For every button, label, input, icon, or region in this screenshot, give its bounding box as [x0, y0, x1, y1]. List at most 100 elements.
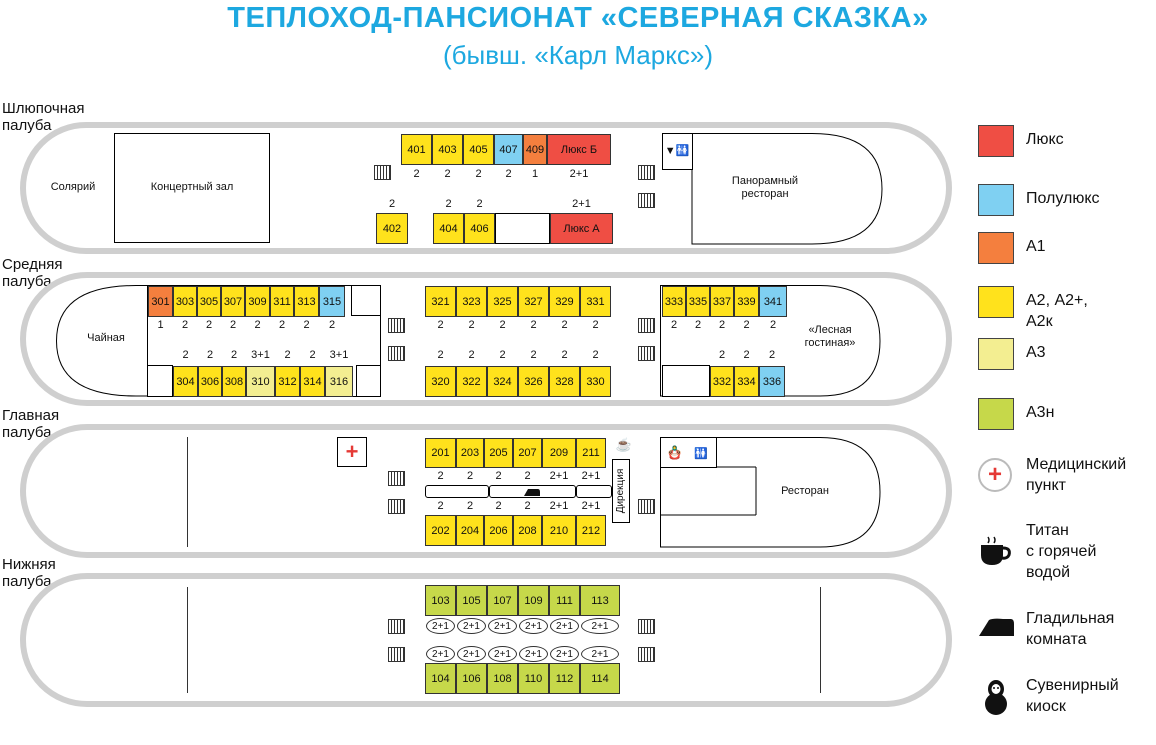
cabin-336[interactable]: 336: [759, 366, 785, 397]
cabin-311[interactable]: 311: [270, 286, 294, 317]
legend-label: А3н: [1026, 404, 1055, 421]
cabin-315[interactable]: 315: [319, 286, 345, 317]
cabin-327[interactable]: 327: [518, 286, 549, 317]
cabin-331[interactable]: 331: [580, 286, 611, 317]
cabin-212[interactable]: 212: [576, 515, 606, 546]
cabin-capacity: 2: [499, 319, 506, 331]
cabin-326[interactable]: 326: [518, 366, 549, 397]
cabin-313[interactable]: 313: [294, 286, 319, 317]
legend-label: Люкс: [1026, 131, 1064, 148]
cabin-323[interactable]: 323: [456, 286, 487, 317]
cabin-207[interactable]: 207: [513, 438, 542, 468]
cabin-capacity: 2: [743, 319, 750, 331]
cabin-210[interactable]: 210: [542, 515, 576, 546]
cabin-404[interactable]: 404: [433, 213, 464, 244]
cabin-201[interactable]: 201: [425, 438, 456, 468]
cabin-330[interactable]: 330: [580, 366, 611, 397]
cabin-112[interactable]: 112: [549, 663, 580, 694]
cabin-capacity: 2: [229, 319, 237, 331]
cabin-106[interactable]: 106: [456, 663, 487, 694]
divider-line: [187, 587, 188, 693]
cabin-316[interactable]: 316: [325, 366, 353, 397]
cabin-111[interactable]: 111: [549, 585, 580, 616]
cabin-capacity: 2: [437, 319, 444, 331]
cabin-303[interactable]: 303: [173, 286, 197, 317]
concert-hall-label: Концертный зал: [150, 181, 234, 193]
cabin-capacity: 2: [530, 349, 537, 361]
cabin-capacity: 2: [388, 198, 396, 210]
cabin-310[interactable]: 310: [246, 366, 275, 397]
cabin-407[interactable]: 407: [494, 134, 523, 165]
stairs-icon: [388, 471, 405, 486]
cabin-211[interactable]: 211: [576, 438, 606, 468]
cabin-capacity: 2+1: [457, 646, 486, 662]
cabin-335[interactable]: 335: [686, 286, 710, 317]
cabin-202[interactable]: 202: [425, 515, 456, 546]
cabin-309[interactable]: 309: [245, 286, 270, 317]
cabin-205[interactable]: 205: [484, 438, 513, 468]
legend-label: Полулюкс: [1026, 190, 1100, 207]
cabin-208[interactable]: 208: [513, 515, 542, 546]
legend-icon-label: Медицинский пункт: [1026, 456, 1127, 494]
cabin-304[interactable]: 304: [173, 366, 198, 397]
cabin-307[interactable]: 307: [221, 286, 245, 317]
cabin-332[interactable]: 332: [710, 366, 734, 397]
cabin-209[interactable]: 209: [542, 438, 576, 468]
cabin-305[interactable]: 305: [197, 286, 221, 317]
restaurant-room: [660, 437, 881, 548]
cabin-capacity: 2: [530, 319, 537, 331]
cabin-314[interactable]: 314: [300, 366, 325, 397]
cabin-114[interactable]: 114: [580, 663, 620, 694]
cabin-capacity: 2: [254, 319, 261, 331]
cabin-capacity: 2: [718, 319, 726, 331]
cabin-322[interactable]: 322: [456, 366, 487, 397]
cabin-206[interactable]: 206: [484, 515, 513, 546]
cabin-capacity: 2: [413, 168, 420, 180]
cabin-113[interactable]: 113: [580, 585, 620, 616]
cabin-334[interactable]: 334: [734, 366, 759, 397]
cabin-320[interactable]: 320: [425, 366, 456, 397]
cabin-403[interactable]: 403: [432, 134, 463, 165]
cabin-capacity: 3+1: [251, 349, 270, 361]
cabin-312[interactable]: 312: [275, 366, 300, 397]
stairs-icon: [638, 193, 655, 208]
cabin-capacity: 2+1: [550, 618, 579, 634]
cabin-406[interactable]: 406: [464, 213, 495, 244]
forest-lounge-label: «Лесная гостиная»: [804, 324, 856, 349]
cabin-405[interactable]: 405: [463, 134, 494, 165]
cabin-341[interactable]: 341: [759, 286, 787, 317]
cabin-337[interactable]: 337: [710, 286, 734, 317]
cabin-108[interactable]: 108: [487, 663, 518, 694]
cabin-люкс-а[interactable]: Люкс А: [550, 213, 613, 244]
cabin-401[interactable]: 401: [401, 134, 432, 165]
cabin-324[interactable]: 324: [487, 366, 518, 397]
cabin-339[interactable]: 339: [734, 286, 759, 317]
stairs-icon: [388, 499, 405, 514]
cabin-333[interactable]: 333: [662, 286, 686, 317]
cabin-люкс-б[interactable]: Люкс Б: [547, 134, 611, 165]
cabin-328[interactable]: 328: [549, 366, 580, 397]
cabin-107[interactable]: 107: [487, 585, 518, 616]
cabin-203[interactable]: 203: [456, 438, 484, 468]
cabin-110[interactable]: 110: [518, 663, 549, 694]
cabin-329[interactable]: 329: [549, 286, 580, 317]
cabin-109[interactable]: 109: [518, 585, 549, 616]
cabin-409[interactable]: 409: [523, 134, 547, 165]
cabin-204[interactable]: 204: [456, 515, 484, 546]
cabin-301[interactable]: 301: [148, 286, 173, 317]
cabin-capacity: 2: [466, 500, 474, 512]
legend-label: А3: [1026, 344, 1046, 361]
stairs-icon: [388, 647, 405, 662]
teacup-icon: ☕: [615, 437, 633, 452]
cabin-capacity: 2+1: [572, 198, 591, 210]
cabin-103[interactable]: 103: [425, 585, 456, 616]
cabin-308[interactable]: 308: [222, 366, 246, 397]
cabin-104[interactable]: 104: [425, 663, 456, 694]
cabin-321[interactable]: 321: [425, 286, 456, 317]
panorama-restaurant-label: Панорамный ресторан: [731, 175, 799, 200]
cabin-402[interactable]: 402: [376, 213, 408, 244]
medical-point[interactable]: [337, 437, 367, 467]
cabin-306[interactable]: 306: [198, 366, 222, 397]
cabin-325[interactable]: 325: [487, 286, 518, 317]
cabin-105[interactable]: 105: [456, 585, 487, 616]
